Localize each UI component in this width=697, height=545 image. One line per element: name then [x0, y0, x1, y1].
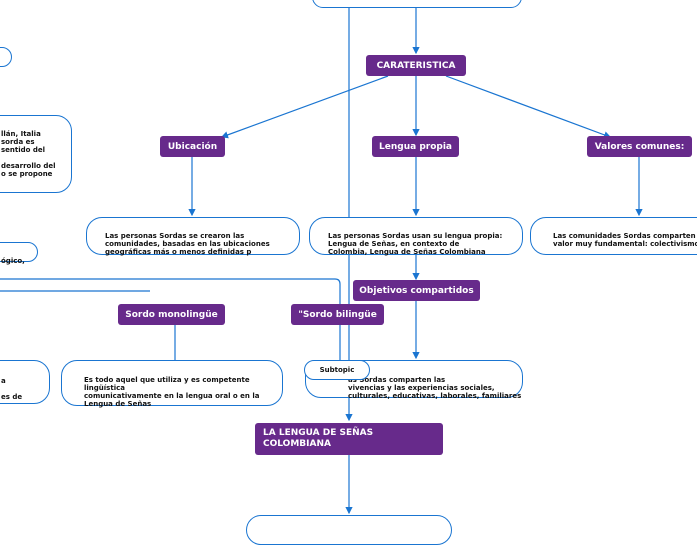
node-sordo-bi-label: "Sordo bilingüe	[298, 309, 377, 320]
node-carateristica-label: CARATERISTICA	[376, 60, 456, 71]
valores-description[interactable]: Las comunidades Sordas comparten valor m…	[530, 217, 697, 255]
node-lengua-propia[interactable]: Lengua propia	[372, 136, 459, 157]
top-topic-bubble[interactable]	[312, 0, 522, 8]
main-title-label: LA LENGUA DE SEÑAS COLOMBIANA	[263, 428, 374, 449]
node-sordo-mono-label: Sordo monolingüe	[125, 309, 218, 320]
left-text: llán, Italia sorda es sentido del desarr…	[1, 130, 56, 178]
node-lengua-propia-label: Lengua propia	[379, 141, 452, 152]
left-small-text: ógico,	[1, 257, 25, 265]
left-lower-bubble[interactable]: a es de	[0, 360, 50, 404]
ubicacion-description[interactable]: Las personas Sordas se crearon las comun…	[86, 217, 300, 256]
connector-lines	[0, 0, 643, 515]
node-lengua-senas-colombiana[interactable]: LA LENGUA DE SEÑAS COLOMBIANA	[255, 423, 443, 455]
lengua-description[interactable]: Las personas Sordas usan su lengua propi…	[309, 217, 523, 256]
node-sordo-monolingue[interactable]: Sordo monolingüe	[118, 304, 225, 325]
left-small-bubble[interactable]: ógico,	[0, 242, 38, 265]
node-valores-comunes[interactable]: Valores comunes:	[587, 136, 692, 157]
node-sordo-bilingue[interactable]: "Sordo bilingüe	[291, 304, 384, 325]
node-valores-label: Valores comunes:	[594, 141, 685, 152]
ubicacion-desc-text: Las personas Sordas se crearon las comun…	[105, 232, 270, 256]
valores-desc-text: Las comunidades Sordas comparten valor m…	[553, 232, 697, 248]
left-text-bubble[interactable]: llán, Italia sorda es sentido del desarr…	[0, 115, 72, 193]
node-carateristica[interactable]: CARATERISTICA	[366, 55, 466, 76]
monolingue-desc-text: Es todo aquel que utiliza y es competent…	[84, 376, 260, 408]
node-ubicacion-label: Ubicación	[167, 141, 218, 152]
subtopic-label: Subtopic	[319, 366, 355, 374]
node-objetivos-compartidos[interactable]: Objetivos compartidos	[353, 280, 480, 301]
monolingue-description[interactable]: Es todo aquel que utiliza y es competent…	[61, 360, 283, 408]
subtopic-bubble[interactable]: Subtopic	[304, 360, 370, 380]
objetivos-desc-text: as Sordas comparten las vivencias y las …	[348, 376, 522, 400]
left-lower-text: a es de	[1, 377, 23, 401]
node-ubicacion[interactable]: Ubicación	[160, 136, 225, 157]
objetivos-description[interactable]: as Sordas comparten las vivencias y las …	[305, 360, 523, 400]
lengua-desc-text: Las personas Sordas usan su lengua propi…	[328, 232, 503, 256]
node-objetivos-label: Objetivos compartidos	[359, 285, 474, 296]
